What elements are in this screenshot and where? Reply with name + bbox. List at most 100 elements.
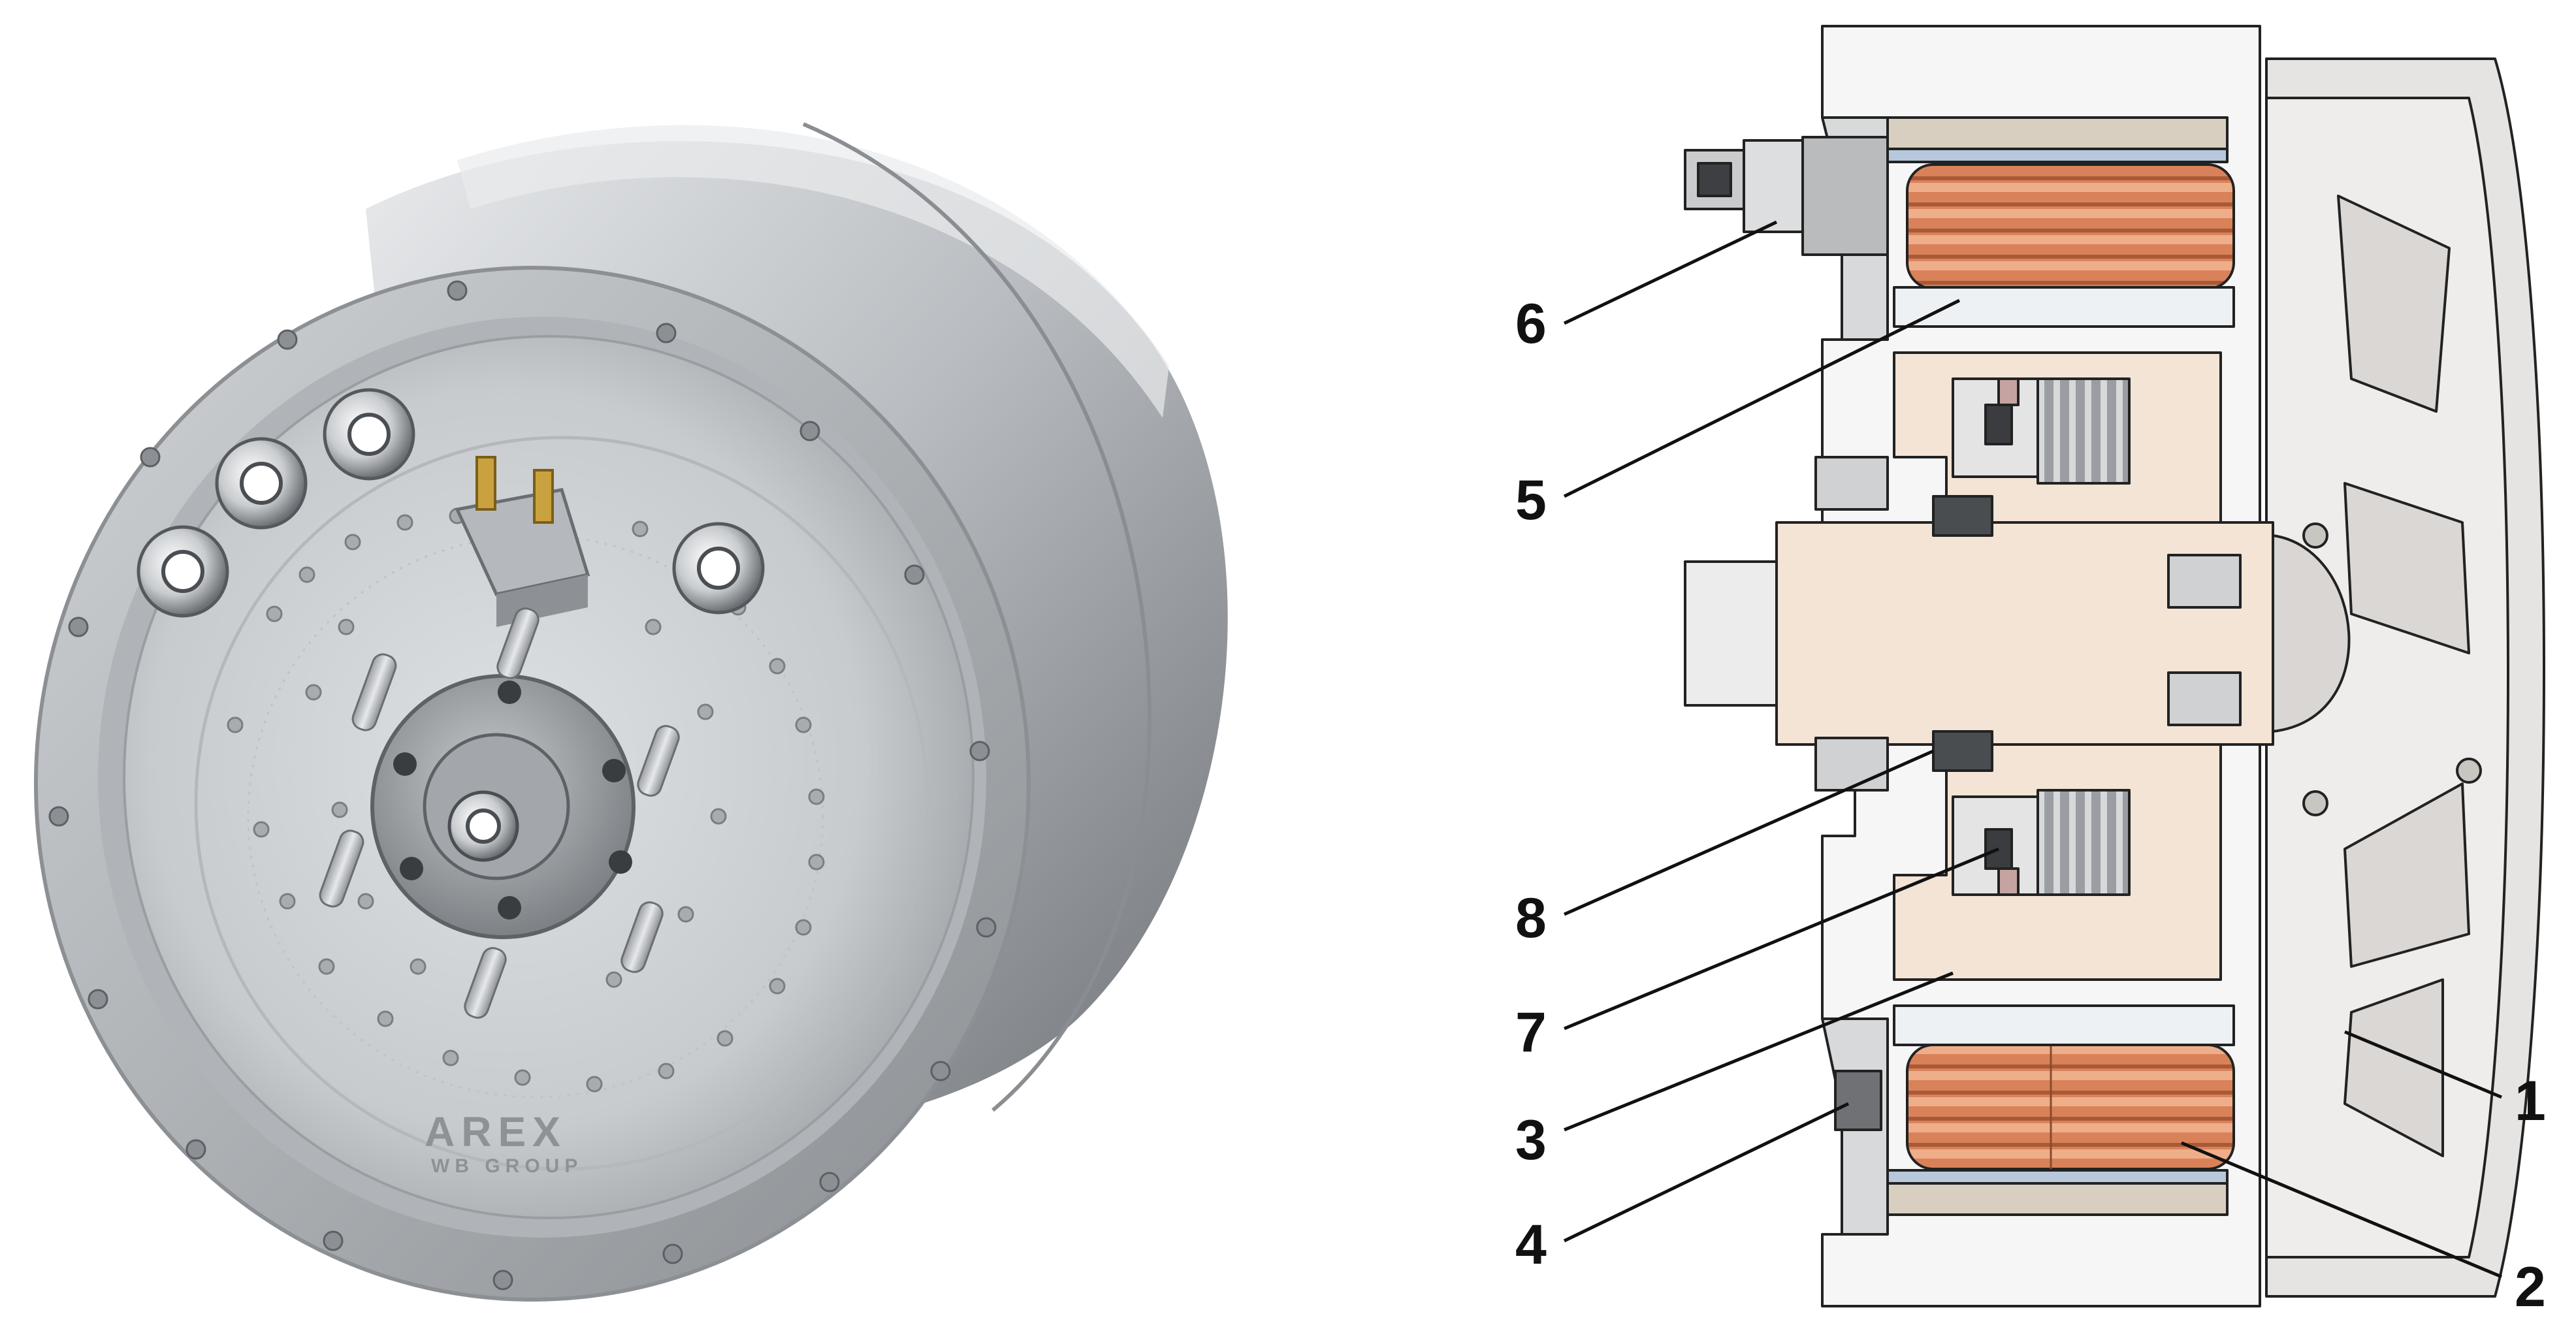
flange-bolt xyxy=(904,564,925,585)
leader-line-4 xyxy=(1563,1102,1850,1243)
bearing xyxy=(2167,554,2242,609)
cover-screw xyxy=(318,958,335,975)
leader-lines xyxy=(1563,220,2502,1279)
flange-bolt xyxy=(323,1230,344,1251)
central-hub xyxy=(370,674,636,939)
hub-bolt xyxy=(400,857,423,880)
mounting-pin xyxy=(637,725,680,797)
cover-screw xyxy=(266,605,283,622)
seal xyxy=(1932,495,1993,537)
flange-bolt xyxy=(930,1061,951,1081)
rotor-window xyxy=(2337,195,2451,413)
leader-line-1 xyxy=(2344,1030,2502,1099)
cover-screw xyxy=(377,1010,394,1027)
cable-gland-3 xyxy=(323,388,415,481)
rotor-window xyxy=(2343,482,2470,654)
bearing xyxy=(1814,737,1889,792)
stator-yoke-bottom xyxy=(1893,1004,2235,1046)
bearing xyxy=(1814,456,1889,511)
brass-fitting xyxy=(475,456,496,511)
callout-7: 7 xyxy=(1515,1001,1547,1064)
flange-bolt xyxy=(447,280,468,301)
brake-dark-part xyxy=(1984,404,2013,445)
brass-fitting xyxy=(533,469,554,524)
svg-text:AREX: AREX xyxy=(425,1108,567,1155)
cover-screw xyxy=(410,958,427,975)
bolt-circle-guide xyxy=(247,534,824,1098)
rotor-bolt xyxy=(2302,790,2328,816)
cover-screw xyxy=(605,971,622,988)
cover-screw xyxy=(769,658,786,675)
arex-logo: AREX WB GROUP xyxy=(425,1108,577,1177)
rotor-window xyxy=(2343,978,2444,1157)
cover-screw xyxy=(808,788,825,805)
cable-gland-1 xyxy=(137,525,229,618)
flange-bolt xyxy=(277,329,298,350)
hub-bolt xyxy=(498,681,521,704)
housing-groove xyxy=(802,122,1152,1112)
callout-5: 5 xyxy=(1515,469,1547,532)
callout-4: 4 xyxy=(1515,1213,1547,1276)
cover-screw xyxy=(710,808,727,825)
hub-bolt xyxy=(498,896,521,920)
leader-line-6 xyxy=(1563,220,1778,325)
hub-bolt xyxy=(602,759,626,782)
lamination-pack-bottom xyxy=(2037,789,2131,896)
winding-bottom xyxy=(1906,1044,2235,1170)
mounting-pin xyxy=(496,607,539,679)
flange-bolt xyxy=(976,917,997,938)
stator-back-iron-top xyxy=(1886,116,2229,150)
callout-3: 3 xyxy=(1515,1109,1547,1172)
stator-back-iron-bottom xyxy=(1886,1182,2229,1216)
cover-screw xyxy=(514,1069,531,1086)
friction-pad xyxy=(1997,377,2020,406)
callout-8: 8 xyxy=(1515,887,1547,950)
cover-screw xyxy=(586,1076,603,1093)
magnet-layer-bottom xyxy=(1886,1169,2229,1185)
cable-gland-2 xyxy=(215,437,308,530)
cover-screw xyxy=(298,566,315,583)
leader-line-3 xyxy=(1564,971,1954,1132)
cover-screw xyxy=(632,520,649,537)
mounting-pin xyxy=(464,947,507,1019)
flange-bolt xyxy=(48,806,69,827)
cover-screw xyxy=(769,978,786,995)
flange-bolt xyxy=(185,1139,206,1160)
cover-screw xyxy=(716,1030,733,1047)
cover-screw xyxy=(344,534,361,551)
cover-screw xyxy=(227,716,244,733)
rotor-bolt xyxy=(2456,758,2482,784)
housing-band xyxy=(457,125,1169,418)
seal xyxy=(1932,730,1993,772)
cover-screw xyxy=(808,854,825,871)
callout-1: 1 xyxy=(2515,1070,2546,1132)
cable-gland-4 xyxy=(672,522,765,615)
mounting-pin xyxy=(319,829,364,908)
callout-6: 6 xyxy=(1515,293,1547,355)
hub-bolt xyxy=(609,850,632,874)
leader-line-5 xyxy=(1563,298,1961,498)
flange-bolt xyxy=(819,1172,840,1193)
motor-cross-section xyxy=(1684,25,2545,1307)
cover-screw xyxy=(305,684,322,701)
cover-screw xyxy=(338,618,355,635)
cover-screw xyxy=(331,801,348,818)
cover-screw xyxy=(442,1049,459,1066)
rotor-window xyxy=(2343,782,2470,968)
bearing xyxy=(2167,671,2242,726)
cover-screw xyxy=(253,821,270,838)
cover-screw xyxy=(795,716,812,733)
magnet-layer-top xyxy=(1886,148,2229,163)
callout-2: 2 xyxy=(2515,1256,2546,1319)
front-cover-raised-disc xyxy=(194,436,929,1171)
leader-line-2 xyxy=(2181,1141,2502,1279)
rotor-disc-inner xyxy=(2265,97,2509,1258)
winding-top xyxy=(1906,163,2235,290)
callout-labels: 1 2 3 4 5 6 7 8 xyxy=(1515,293,2546,1319)
leader-line-8 xyxy=(1563,749,1935,916)
cover-screw xyxy=(795,919,812,936)
rotor-bolt xyxy=(2302,522,2328,549)
coolant-manifold xyxy=(455,456,590,627)
endshield-lower-dark xyxy=(1834,1070,1882,1131)
